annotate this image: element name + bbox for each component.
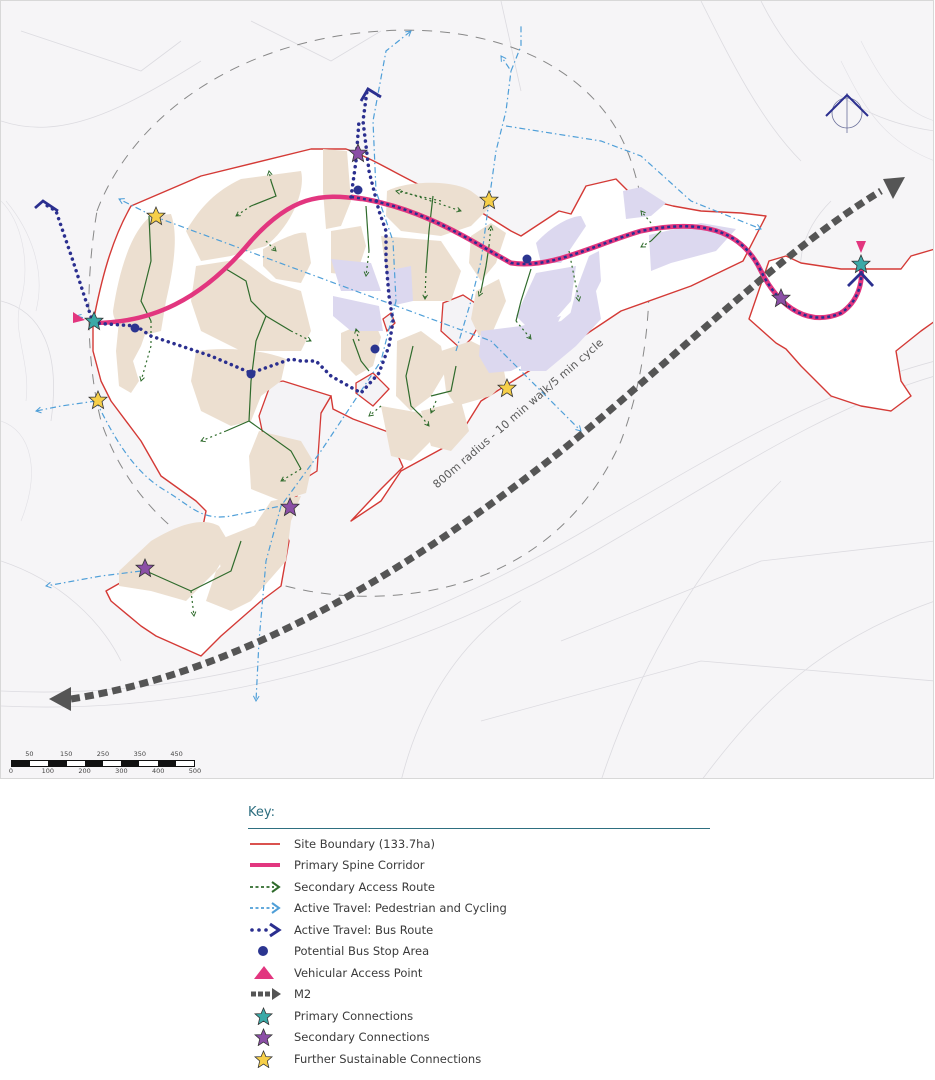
scale-bar-bottom-labels: 0 100 200 300 400 500: [8, 767, 201, 777]
legend-divider: [248, 828, 710, 829]
m2-arrow-icon: [248, 985, 288, 1003]
legend-item-bus-stop: Potential Bus Stop Area: [248, 941, 710, 963]
scale-bar-top-labels: 50 150 250 350 450: [11, 750, 195, 760]
scale-label: 100: [41, 767, 55, 775]
legend-item-site-boundary: Site Boundary (133.7ha): [248, 833, 710, 855]
scale-label: 150: [59, 750, 73, 758]
bus-stop-dot-icon: [248, 942, 288, 960]
bus-route-arrowhead: [847, 270, 875, 287]
secondary-access-routes: [139, 170, 662, 617]
legend-item-m2: M2: [248, 984, 710, 1006]
legend-item-primary-connections: Primary Connections: [248, 1005, 710, 1027]
legend-label: Active Travel: Pedestrian and Cycling: [294, 901, 507, 916]
legend-label: Potential Bus Stop Area: [294, 944, 430, 959]
map-canvas: [1, 1, 933, 778]
primary-connection-star-icon: [248, 1007, 288, 1025]
m2-motorway: [49, 177, 905, 711]
primary-spine-corridor: [90, 194, 364, 326]
legend-label: Site Boundary (133.7ha): [294, 836, 436, 851]
secondary-connection-star-icon: [248, 1028, 288, 1047]
legend-item-primary-spine: Primary Spine Corridor: [248, 855, 710, 877]
bus-route-arrowhead: [359, 87, 382, 102]
legend-item-bus-route: Active Travel: Bus Route: [248, 919, 710, 941]
legend-label: Active Travel: Bus Route: [294, 922, 434, 937]
scale-label: 250: [96, 750, 110, 758]
legend-item-secondary-connections: Secondary Connections: [248, 1027, 710, 1049]
map-legend: Key: Site Boundary (133.7ha) Primary Spi…: [248, 804, 710, 1070]
legend-item-further-connections: Further Sustainable Connections: [248, 1048, 710, 1070]
site-boundary-line-icon: [248, 835, 288, 853]
legend-label: Primary Spine Corridor: [294, 858, 425, 873]
base-map-lines: [1, 1, 933, 778]
bus-route-overlay: [350, 195, 863, 319]
residential-area-texture: [1, 40, 933, 522]
scale-label: 500: [188, 767, 202, 775]
employment-parcels: [331, 187, 736, 373]
scale-bar-segments: [11, 760, 195, 767]
primary-spine-line-icon: [248, 856, 288, 874]
site-map[interactable]: 800m radius - 10 min walk/5 min cycle 50…: [0, 0, 934, 779]
radius-circle: [88, 29, 650, 597]
bus-route-arrowhead: [34, 199, 59, 213]
secondary-access-arrow-icon: [248, 878, 288, 896]
active-travel-arrow-icon: [248, 899, 288, 917]
scale-label: 400: [151, 767, 165, 775]
legend-item-vehicular-access: Vehicular Access Point: [248, 962, 710, 984]
legend-item-active-travel: Active Travel: Pedestrian and Cycling: [248, 898, 710, 920]
legend-title: Key:: [248, 805, 276, 820]
legend-label: Vehicular Access Point: [294, 965, 423, 980]
vehicular-access-west: [73, 312, 85, 323]
bus-stops: [130, 185, 532, 379]
further-connection-star-icon: [248, 1050, 288, 1068]
site-boundary-east: [748, 248, 933, 412]
legend-label: Secondary Connections: [294, 1030, 430, 1045]
legend-label: Primary Connections: [294, 1008, 414, 1023]
scale-bar: 50 150 250 350 450 0 100 200 300 400 500: [8, 750, 201, 777]
legend-label: Secondary Access Route: [294, 879, 435, 894]
scale-label: 350: [133, 750, 147, 758]
vehicular-access-triangle-icon: [248, 964, 288, 982]
bus-route-arrow-icon: [248, 921, 288, 939]
active-travel-routes: [35, 26, 762, 703]
scale-label: 0: [8, 767, 14, 775]
legend-item-secondary-access: Secondary Access Route: [248, 876, 710, 898]
scale-label: 50: [25, 750, 34, 758]
vehicular-access-east: [856, 241, 866, 253]
legend-label: M2: [294, 987, 312, 1002]
scale-label: 450: [170, 750, 183, 758]
legend-label: Further Sustainable Connections: [294, 1051, 482, 1066]
scale-label: 200: [78, 767, 91, 775]
north-arrow-icon: [825, 93, 869, 133]
scale-label: 300: [115, 767, 128, 775]
